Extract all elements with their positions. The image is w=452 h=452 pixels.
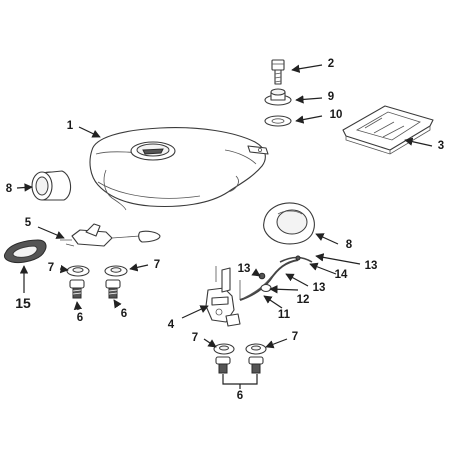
callout-6-b: 6 bbox=[121, 308, 127, 320]
callout-15: 15 bbox=[15, 295, 31, 311]
callout-labels: 1 2 3 9 10 8 5 8 7 7 6 6 15 4 13 12 11 1… bbox=[6, 58, 444, 402]
callout-13-c: 13 bbox=[365, 260, 378, 272]
callout-14: 14 bbox=[335, 269, 348, 281]
rubber-bushing-right[interactable] bbox=[263, 202, 315, 245]
bolt-6-lower-right[interactable] bbox=[248, 356, 264, 374]
rubber-bushing-left[interactable] bbox=[31, 170, 72, 201]
leader-lines bbox=[16, 64, 433, 389]
washer-7-upper-right[interactable] bbox=[104, 265, 128, 277]
callout-6-a: 6 bbox=[77, 312, 83, 324]
callout-7-b: 7 bbox=[154, 259, 160, 271]
bolt-part-2[interactable] bbox=[271, 59, 285, 85]
callout-12: 12 bbox=[297, 294, 310, 306]
callout-13-a: 13 bbox=[238, 263, 251, 275]
fuel-tap-petcock[interactable] bbox=[205, 266, 241, 327]
callout-6-c: 6 bbox=[237, 390, 243, 402]
fuel-tank[interactable] bbox=[89, 127, 269, 211]
callout-11: 11 bbox=[278, 309, 291, 321]
callout-8-right: 8 bbox=[346, 239, 353, 251]
bolt-6-lower-left[interactable] bbox=[215, 356, 231, 374]
callout-8-left: 8 bbox=[6, 183, 13, 195]
callout-4: 4 bbox=[168, 319, 175, 331]
callout-2: 2 bbox=[328, 58, 334, 70]
mounting-bracket-plate[interactable] bbox=[342, 105, 434, 155]
washer-part-10[interactable] bbox=[264, 115, 292, 127]
fuel-level-sender[interactable] bbox=[60, 223, 161, 247]
breather-line-14[interactable] bbox=[279, 255, 313, 263]
bolt-6-upper-right[interactable] bbox=[105, 279, 121, 299]
callout-1: 1 bbox=[67, 120, 74, 132]
washer-7-lower-right[interactable] bbox=[245, 343, 267, 355]
bolt-6-upper-left[interactable] bbox=[69, 279, 85, 299]
callout-9: 9 bbox=[328, 91, 334, 103]
collar-part-9[interactable] bbox=[264, 88, 292, 106]
sender-gasket[interactable] bbox=[3, 239, 47, 263]
callout-7-c: 7 bbox=[192, 332, 198, 344]
hose-clamp-12[interactable] bbox=[260, 283, 272, 293]
callout-13-b: 13 bbox=[313, 282, 326, 294]
callout-5: 5 bbox=[25, 217, 32, 229]
callout-7-d: 7 bbox=[292, 331, 298, 343]
fuel-hose[interactable] bbox=[239, 259, 299, 301]
callout-3: 3 bbox=[438, 140, 444, 152]
washer-7-lower-left[interactable] bbox=[213, 343, 235, 355]
washer-7-upper-left[interactable] bbox=[66, 265, 90, 277]
callout-7-a: 7 bbox=[48, 262, 54, 274]
hose-clamp-13-upper[interactable] bbox=[258, 272, 266, 280]
callout-10: 10 bbox=[330, 109, 343, 121]
